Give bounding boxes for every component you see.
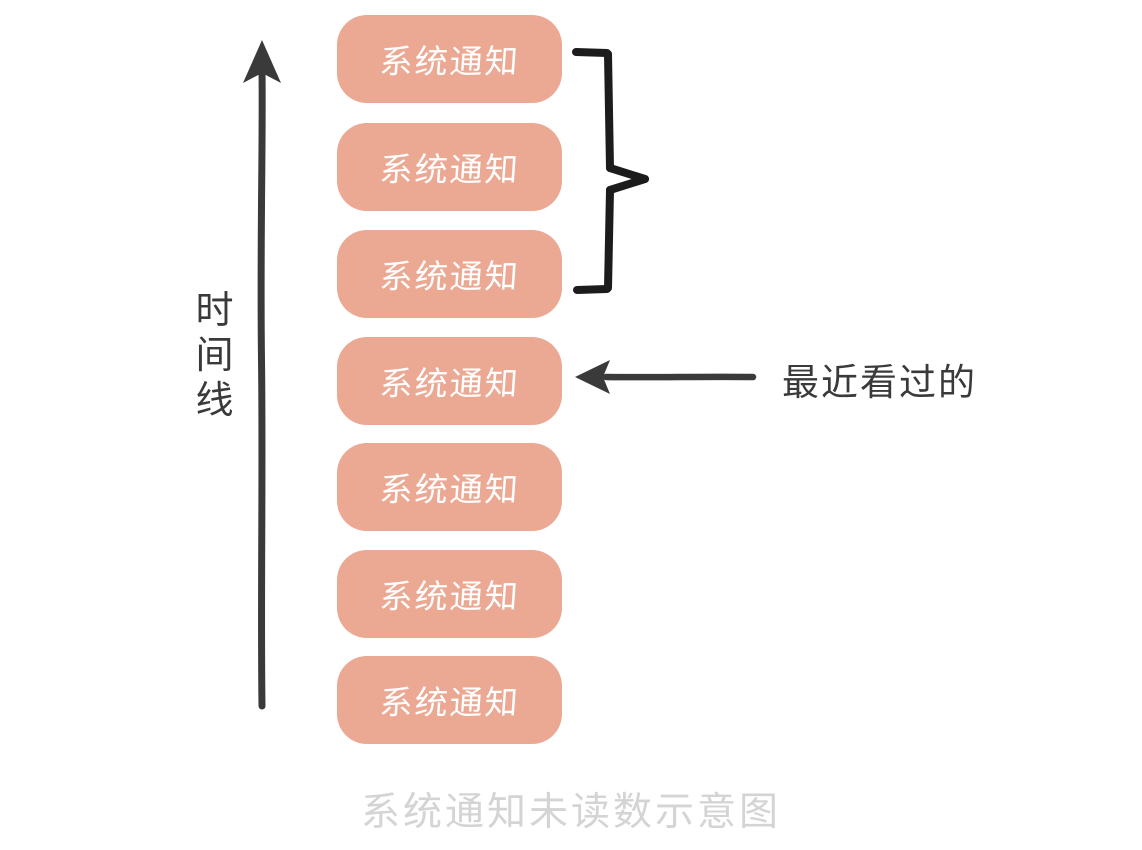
notification-pill-label: 系统通知 xyxy=(377,257,521,296)
notification-pill[interactable]: 系统通知 xyxy=(337,550,562,638)
notification-pill[interactable]: 系统通知 xyxy=(337,123,562,211)
notification-pill[interactable]: 系统通知 xyxy=(337,443,562,531)
recently-viewed-arrow xyxy=(575,360,757,394)
notification-pill[interactable]: 系统通知 xyxy=(337,15,562,103)
timeline-axis-shaft xyxy=(257,68,266,710)
brace-top-arm xyxy=(572,48,611,57)
brace-upper-stem xyxy=(604,50,614,172)
notification-pill-label: 系统通知 xyxy=(377,42,521,81)
notification-pill-label: 系统通知 xyxy=(377,364,521,403)
brace-lower-stem xyxy=(604,186,614,292)
notification-pill-label: 系统通知 xyxy=(377,150,521,189)
brace-bottom-arm xyxy=(573,285,611,294)
notification-pill-label: 系统通知 xyxy=(377,577,521,616)
figure-caption: 系统通知未读数示意图 xyxy=(360,790,781,835)
notification-pill[interactable]: 系统通知 xyxy=(337,656,562,744)
left-arrow-icon xyxy=(575,360,610,394)
brace-upper-point xyxy=(606,164,649,183)
notification-pill[interactable]: 系统通知 xyxy=(337,337,562,425)
notification-pill[interactable]: 系统通知 xyxy=(337,230,562,318)
brace-lower-point xyxy=(606,175,649,194)
brace-annotation xyxy=(572,48,649,294)
notification-pill-label: 系统通知 xyxy=(377,683,521,722)
timeline-label: 时间线 xyxy=(195,288,235,422)
recently-viewed-label: 最近看过的 xyxy=(782,361,977,404)
up-arrow-icon xyxy=(243,40,281,83)
notification-pill-label: 系统通知 xyxy=(377,470,521,509)
